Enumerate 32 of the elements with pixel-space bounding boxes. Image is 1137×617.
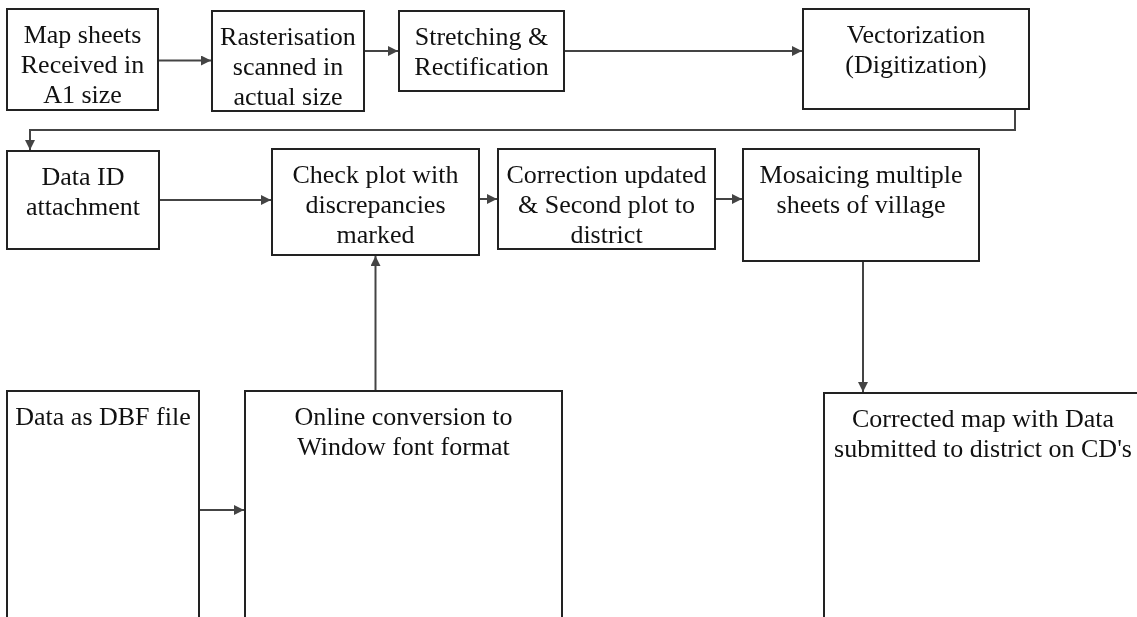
arrow	[25, 109, 1016, 151]
arrow	[158, 55, 212, 66]
arrow	[479, 194, 498, 204]
process-box	[6, 8, 159, 111]
process-box	[244, 390, 563, 617]
box-text: Stretching & Rectification	[413, 22, 550, 82]
box-text: Online conversion to Window font format	[293, 402, 514, 462]
box-text: Correction updated & Second plot to district	[505, 160, 708, 250]
box-text: Mosaicing multiple sheets of village	[758, 160, 964, 220]
process-box	[497, 148, 716, 250]
box-text: Data ID attachment	[24, 162, 142, 222]
arrow	[364, 46, 399, 56]
arrow	[715, 194, 743, 204]
box-text: Rasterisation scanned in actual size	[219, 22, 357, 112]
box-text: Data as DBF file	[15, 402, 191, 432]
process-box	[271, 148, 480, 256]
process-box	[6, 150, 160, 250]
box-text: Vectorization (Digitization)	[844, 20, 988, 80]
arrow	[159, 195, 272, 205]
box-text: Corrected map with Data submitted to district on CD's	[833, 404, 1133, 464]
process-box	[6, 390, 200, 617]
process-box	[802, 8, 1030, 110]
process-box	[823, 392, 1137, 617]
arrow	[199, 505, 245, 515]
process-box	[742, 148, 980, 262]
arrow	[564, 46, 803, 56]
process-box	[398, 10, 565, 92]
arrow	[370, 255, 381, 391]
process-box	[211, 10, 365, 112]
box-text: Check plot with discrepancies marked	[291, 160, 460, 250]
box-text: Map sheets Received in A1 size	[19, 20, 146, 110]
arrow	[858, 261, 868, 393]
